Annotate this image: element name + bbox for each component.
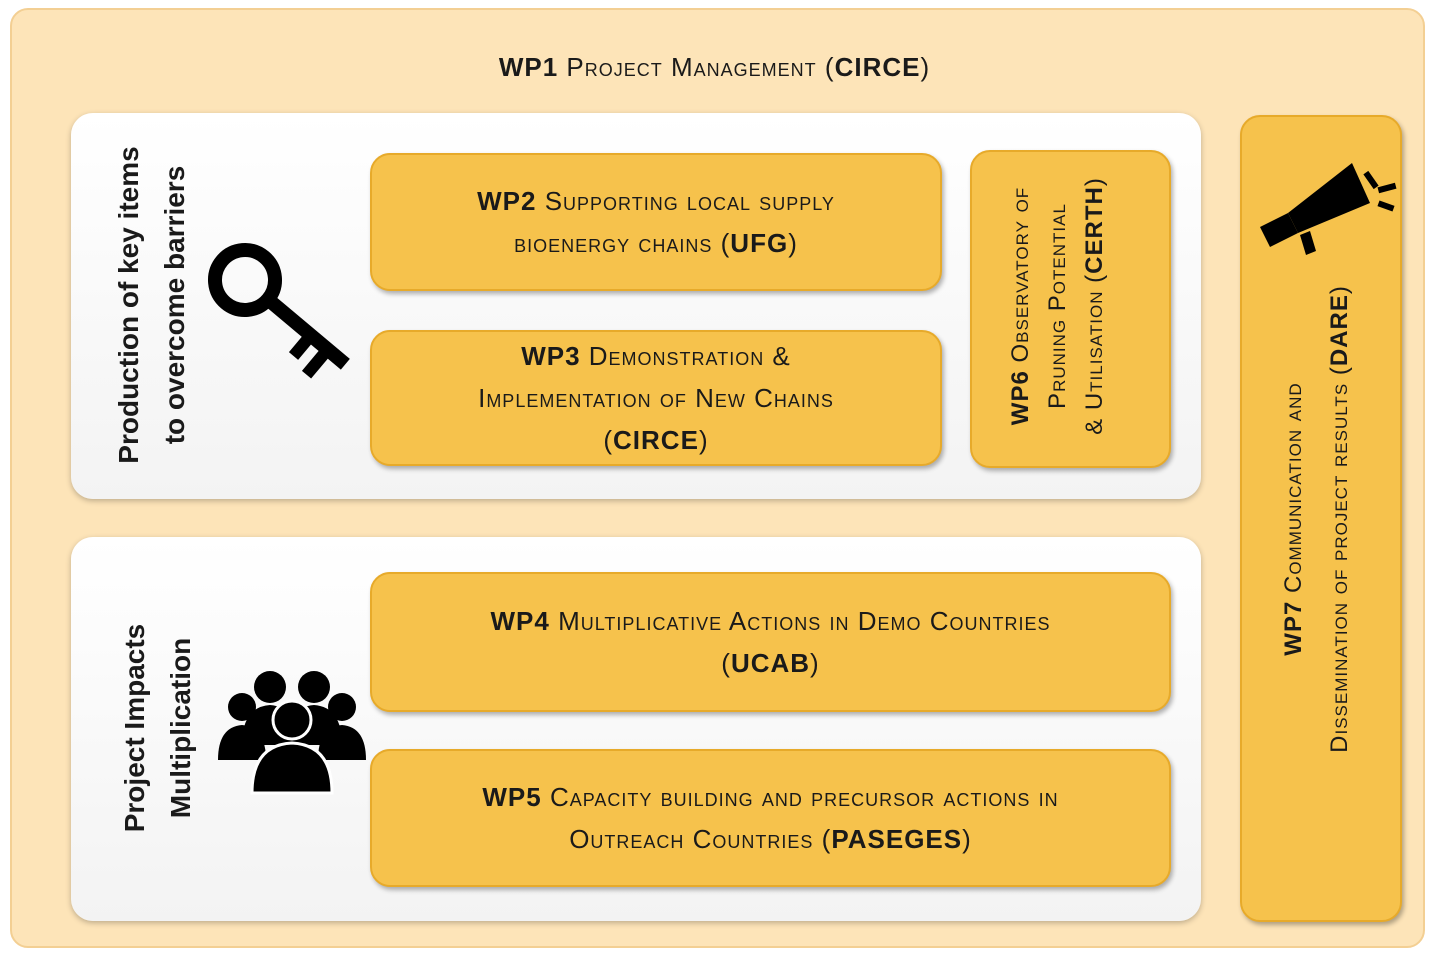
wp6-line3: & Utilisation (1081, 290, 1108, 435)
wp4-line1: Multiplicative Actions in Demo Countries (558, 606, 1051, 636)
wp3-line1: Demonstration & (588, 341, 791, 371)
wp1-label: Project Management (566, 52, 817, 82)
wp3-line2: Implementation of New Chains (478, 383, 834, 413)
key-items-label-line1: Production of key items (113, 146, 144, 464)
wp6-line2: Pruning Potential (1044, 203, 1071, 409)
key-items-label-line2: to overcome barriers (159, 165, 190, 445)
wp7-code: WP7 (1280, 600, 1307, 656)
wp4-text: WP4 Multiplicative Actions in Demo Count… (490, 606, 1051, 678)
wp3-lead: CIRCE (613, 425, 699, 455)
wp2-lead: UFG (730, 228, 789, 258)
wp5-box: WP5 Capacity building and precursor acti… (370, 749, 1171, 887)
wp4-lead: UCAB (730, 648, 811, 678)
impacts-label-line2: Multiplication (165, 637, 196, 819)
wp2-code: WP2 (477, 186, 537, 216)
wp2-line1: Supporting local supply (544, 186, 835, 216)
wp6-code: WP6 (1007, 370, 1034, 426)
people-group-icon (218, 671, 366, 795)
wp6-text: WP6 Observatory of Pruning Potential & U… (1002, 146, 1112, 466)
wp7-lead: DARE (1326, 294, 1353, 367)
wp1-code: WP1 (498, 52, 559, 82)
wp6-lead: CERTH (1081, 186, 1108, 274)
impacts-label: Project Impacts Multiplication (112, 598, 212, 858)
wp1-lead: CIRCE (834, 52, 921, 82)
wp2-text: WP2 Supporting local supply bioenergy ch… (477, 186, 835, 258)
wp7-line1: Communication and (1280, 382, 1307, 593)
wp3-text: WP3 Demonstration & Implementation of Ne… (478, 341, 834, 455)
wp7-text: WP7 Communication and Dissemination of p… (1280, 285, 1353, 753)
wp5-code: WP5 (482, 782, 542, 812)
wp2-box: WP2 Supporting local supply bioenergy ch… (370, 153, 942, 291)
wp7-box: WP7 Communication and Dissemination of p… (1240, 115, 1402, 922)
megaphone-icon (1260, 163, 1397, 255)
wp5-text: WP5 Capacity building and precursor acti… (482, 782, 1059, 854)
wp4-code: WP4 (490, 606, 550, 636)
impacts-label-line1: Project Impacts (119, 623, 150, 833)
wp6-line1: Observatory of (1007, 186, 1034, 363)
wp3-code: WP3 (521, 341, 581, 371)
wp7-line2: Dissemination of project results (1326, 382, 1353, 753)
wp1-title: WP1 Project Management (CIRCE) (498, 52, 931, 82)
wp5-line1: Capacity building and precursor actions … (549, 782, 1059, 812)
wp3-box: WP3 Demonstration & Implementation of Ne… (370, 330, 942, 466)
wp2-line2: bioenergy chains (514, 228, 713, 258)
wp5-line2: Outreach Countries (569, 824, 814, 854)
wp5-lead: PASEGES (831, 824, 963, 854)
key-items-label: Production of key items to overcome barr… (106, 115, 206, 495)
wp4-box: WP4 Multiplicative Actions in Demo Count… (370, 572, 1171, 712)
key-icon (208, 243, 350, 379)
wp6-box: WP6 Observatory of Pruning Potential & U… (970, 150, 1171, 468)
